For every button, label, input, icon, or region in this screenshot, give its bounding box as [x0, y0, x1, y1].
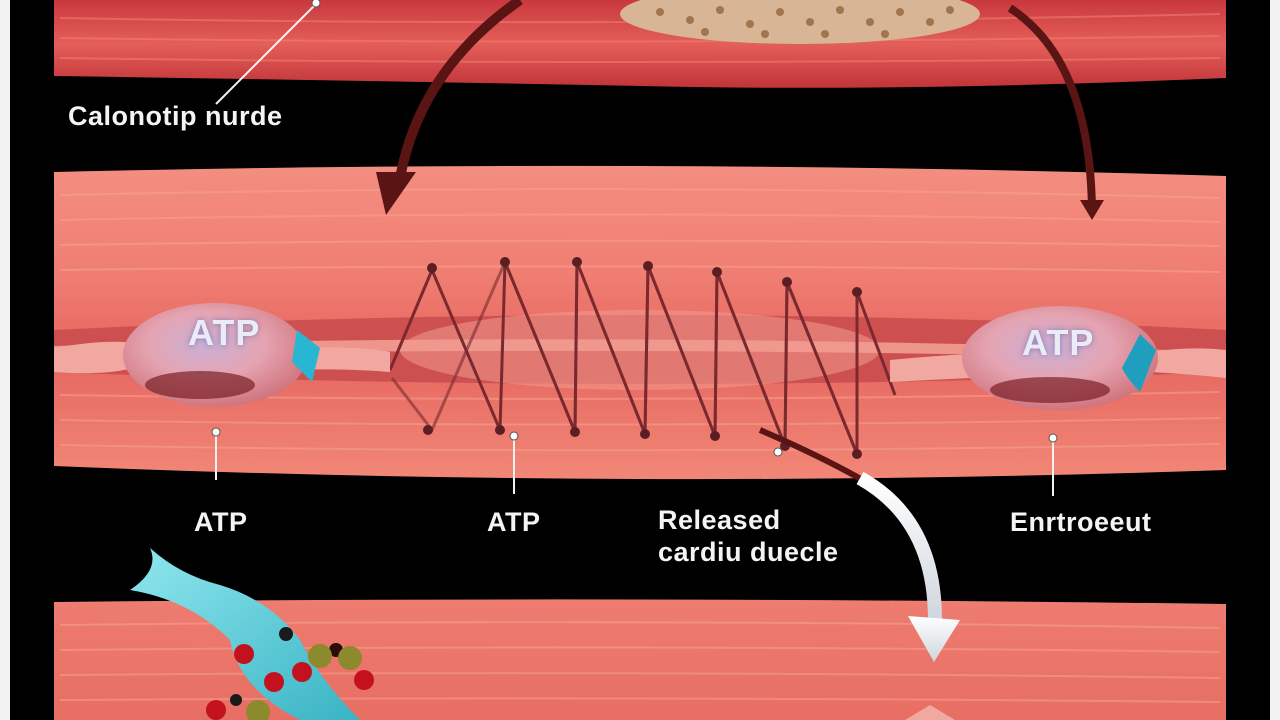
fat-bundle	[620, 0, 980, 44]
arrow-left-dark	[395, 0, 523, 179]
atp-node-left	[54, 303, 390, 407]
label-released-line2: cardiu duecle	[658, 537, 839, 567]
arrow-right-dark	[1007, 4, 1096, 211]
arrow-release-white	[856, 471, 942, 621]
ion-particles	[206, 627, 374, 720]
label-top-left: Calonotip nurde	[68, 101, 283, 131]
atp-node-right	[890, 306, 1226, 410]
atp-node-left-label: ATP	[188, 312, 261, 353]
label-atp-left: ATP	[194, 507, 248, 537]
label-right: Enrtroeeut	[1010, 507, 1152, 537]
label-released-line1: Released	[658, 505, 781, 535]
atp-node-right-label: ATP	[1022, 322, 1095, 363]
label-atp-center: ATP	[487, 507, 541, 537]
